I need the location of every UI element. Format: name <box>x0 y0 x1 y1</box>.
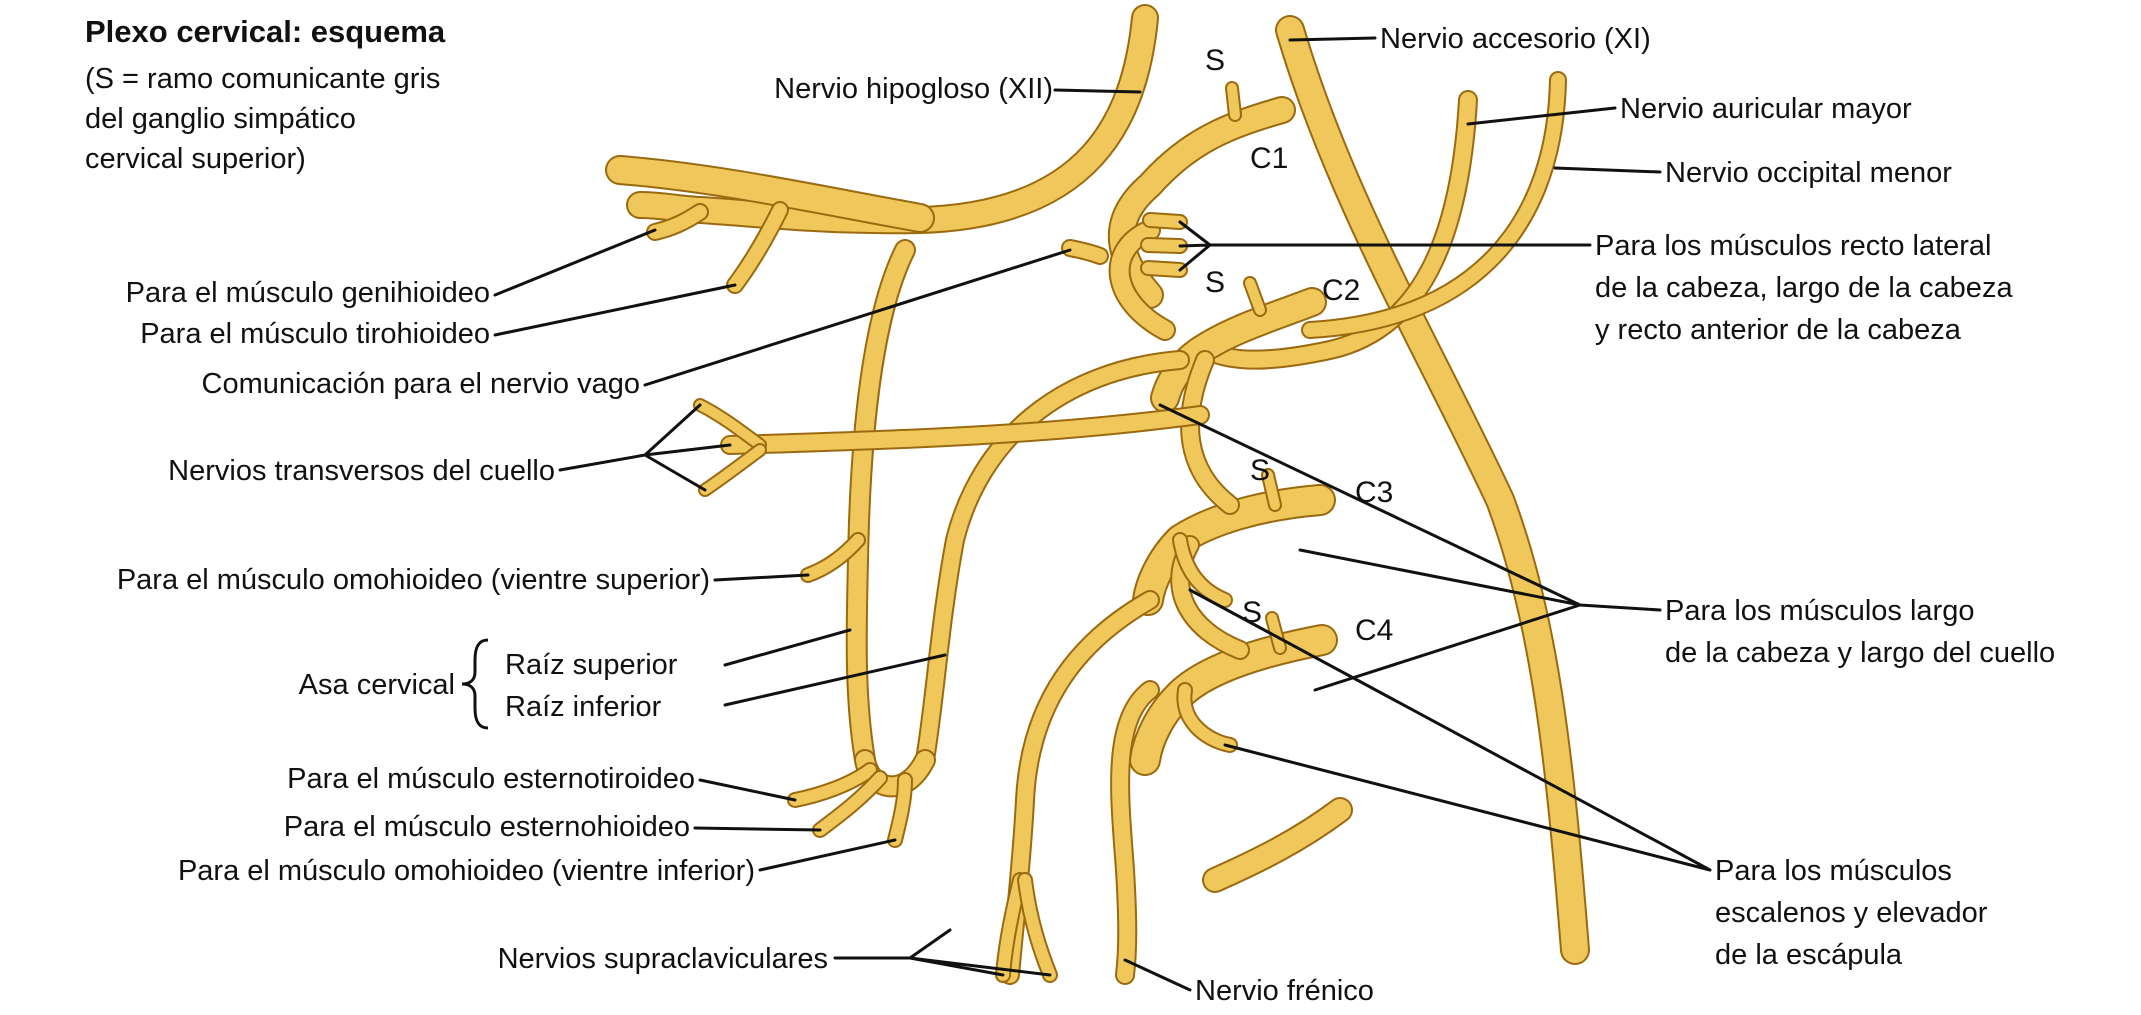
note-line-1: (S = ramo comunicante gris <box>85 63 440 95</box>
s-label-c4: S <box>1242 596 1262 629</box>
label-escalenos-1: Para los músculos <box>1715 855 1952 887</box>
s-label-c1: S <box>1205 44 1225 77</box>
label-largo-1: Para los músculos largo <box>1665 595 1974 627</box>
label-transversos: Nervios transversos del cuello <box>168 455 555 487</box>
clavicle-segment-core <box>1215 810 1340 880</box>
leader-genihioideo <box>495 230 655 295</box>
c1-s-ramus-core <box>1232 88 1235 115</box>
c4-label: C4 <box>1355 614 1393 647</box>
leader-omohioideo-sup <box>715 575 808 580</box>
figure-title: Plexo cervical: esquema <box>85 14 446 49</box>
leader-omohioideo-inf <box>760 840 895 870</box>
leader-occipital <box>1555 168 1660 172</box>
transverse-cervical-nerve-core <box>730 415 1200 445</box>
label-escalenos-3: de la escápula <box>1715 939 1903 971</box>
label-frenico: Nervio frénico <box>1195 975 1374 1007</box>
c2-c3-loop-core <box>1190 360 1230 505</box>
leader-raiz-sup <box>725 630 850 665</box>
label-hipogloso: Nervio hipogloso (XII) <box>774 73 1053 105</box>
s-label-c2: S <box>1205 266 1225 299</box>
label-raiz-inferior: Raíz inferior <box>505 691 662 723</box>
leader-transversos <box>560 405 730 490</box>
label-escalenos-2: escalenos y elevador <box>1715 897 1988 929</box>
leader-esternotiroideo <box>700 780 795 800</box>
asa-cervical-brace <box>462 640 488 728</box>
label-omohioideo-inf: Para el músculo omohioideo (vientre infe… <box>178 855 755 887</box>
label-vago: Comunicación para el nervio vago <box>202 368 640 400</box>
rectus-branch-3-core <box>1148 268 1180 270</box>
label-esternotiroideo: Para el músculo esternotiroideo <box>287 763 695 795</box>
label-largo-2: de la cabeza y largo del cuello <box>1665 637 2055 669</box>
label-recto-3: y recto anterior de la cabeza <box>1595 314 1962 346</box>
leader-esternohioideo <box>695 828 820 830</box>
label-auricular: Nervio auricular mayor <box>1620 93 1912 125</box>
label-accesorio: Nervio accesorio (XI) <box>1380 23 1651 55</box>
label-supraclaviculares: Nervios supraclaviculares <box>498 943 828 975</box>
label-genihioideo: Para el músculo genihioideo <box>126 277 490 309</box>
leader-auricular <box>1468 108 1615 124</box>
label-asa-cervical: Asa cervical <box>299 669 455 701</box>
c2-label: C2 <box>1322 274 1360 307</box>
label-tirohioideo: Para el músculo tirohioideo <box>140 318 490 350</box>
c3-label: C3 <box>1355 476 1393 509</box>
note-line-3: cervical superior) <box>85 143 306 175</box>
label-raiz-superior: Raíz superior <box>505 649 678 681</box>
leader-hipogloso <box>1055 90 1140 92</box>
transverse-cervical-branch-down-core <box>705 450 760 490</box>
label-recto-1: Para los músculos recto lateral <box>1595 230 1992 262</box>
leader-accesorio <box>1290 38 1375 40</box>
superior-root-asa-core <box>857 250 905 760</box>
vagus-communication-core <box>1070 248 1100 256</box>
c1-label: C1 <box>1250 142 1288 175</box>
label-occipital: Nervio occipital menor <box>1665 157 1952 189</box>
rectus-branch-1-core <box>1150 220 1180 222</box>
leader-escalenos <box>1190 590 1710 870</box>
leader-tirohioideo <box>495 285 735 335</box>
nerve-drawing <box>620 18 1575 975</box>
leader-vago <box>645 250 1070 385</box>
rectus-branch-2-core <box>1148 245 1180 246</box>
label-esternohioideo: Para el músculo esternohioideo <box>284 811 690 843</box>
label-omohioideo-sup: Para el músculo omohioideo (vientre supe… <box>117 564 710 596</box>
note-line-2: del ganglio simpático <box>85 103 356 135</box>
label-recto-2: de la cabeza, largo de la cabeza <box>1595 272 2013 304</box>
s-label-c3: S <box>1250 454 1270 487</box>
leader-raiz-inf <box>725 655 945 705</box>
